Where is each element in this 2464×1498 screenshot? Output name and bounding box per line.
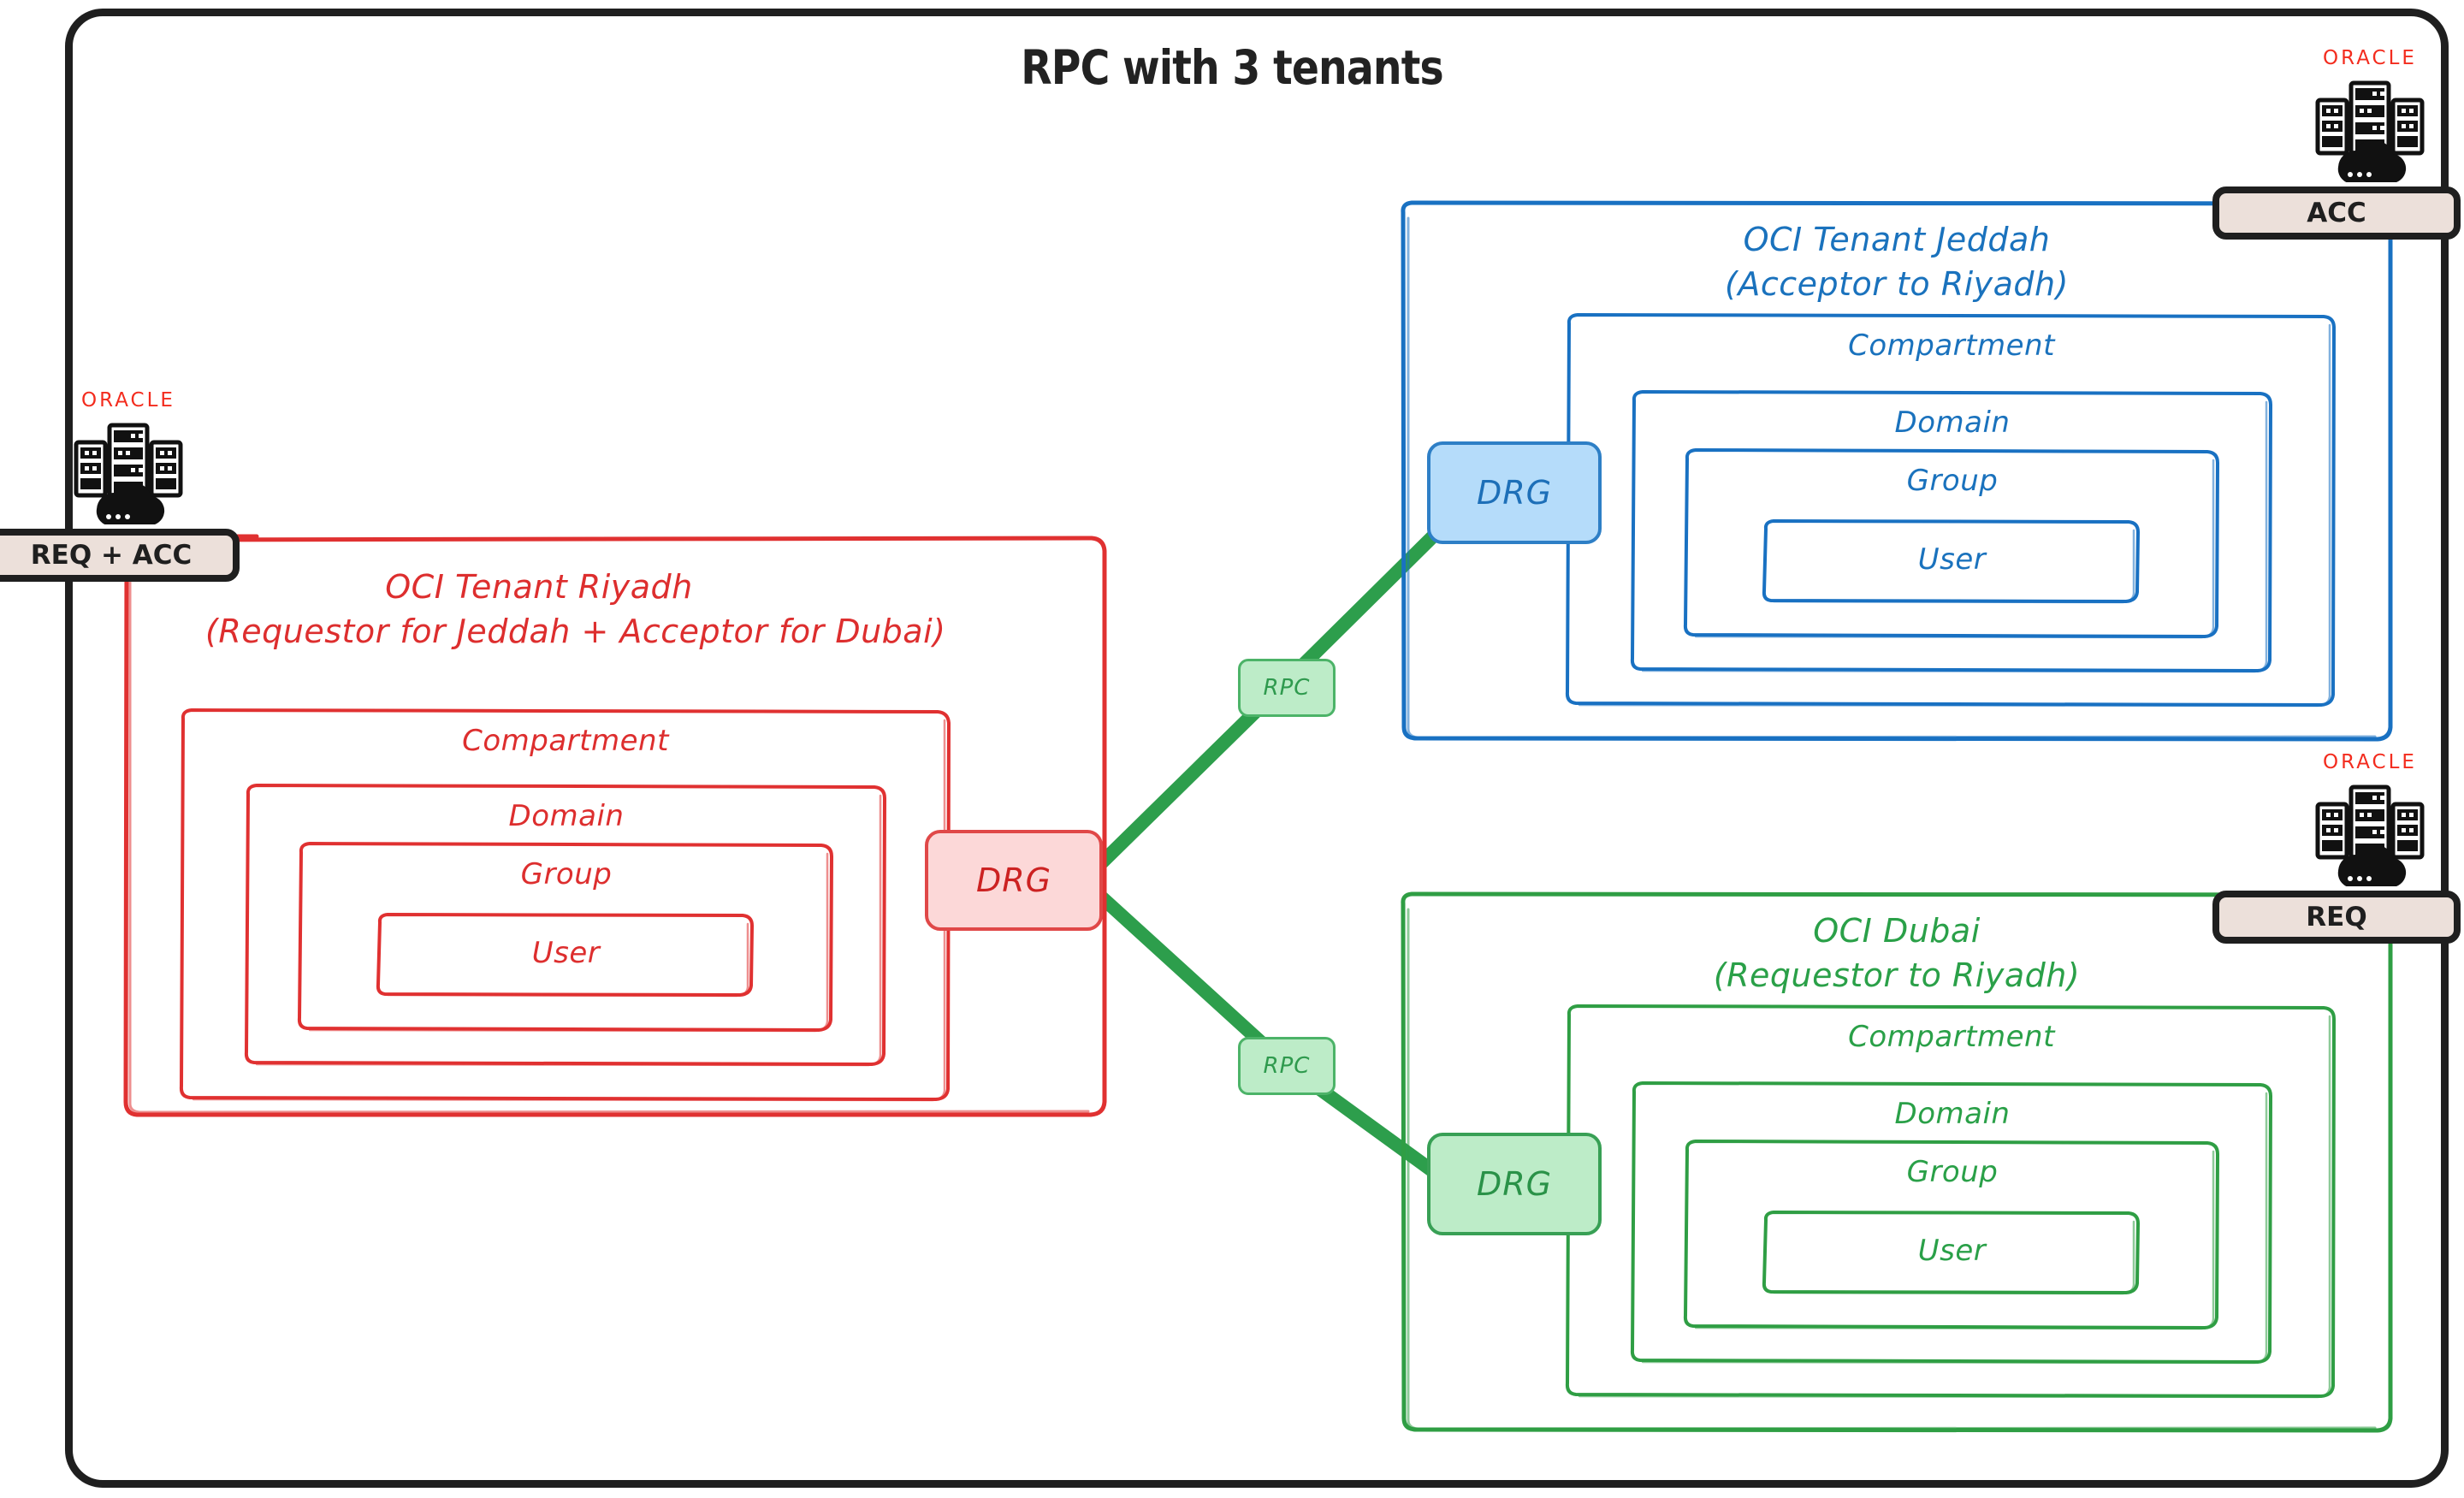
datacenter-icon (74, 423, 183, 524)
oracle-node-acc: ORACLE ACC (2212, 47, 2464, 240)
tenant-name-dubai: OCI Dubai (1813, 912, 1981, 950)
drg-node-dubai[interactable]: DRG (1427, 1133, 1602, 1235)
rpc-label-riyadh-jeddah[interactable]: RPC (1238, 659, 1336, 717)
layer-label-dubai-group: Group (1906, 1155, 1999, 1189)
oracle-node-req: ORACLE REQ (2212, 751, 2464, 944)
badge-acc[interactable]: ACC (2212, 187, 2461, 240)
page-title: RPC with 3 tenants (1021, 40, 1443, 95)
layer-label-riyadh-group: Group (520, 857, 613, 891)
layer-label-riyadh-user: User (531, 936, 601, 970)
tenant-role-riyadh: (Requestor for Jeddah + Acceptor for Dub… (205, 613, 946, 650)
tenant-role-jeddah: (Acceptor to Riyadh) (1725, 265, 2069, 303)
layer-label-jeddah-group: Group (1906, 464, 1999, 498)
tenant-title-dubai: OCI Dubai (Requestor to Riyadh) (1403, 909, 2390, 998)
datacenter-icon (2315, 80, 2425, 182)
tenant-role-dubai: (Requestor to Riyadh) (1713, 956, 2081, 994)
layer-label-dubai-domain: Domain (1894, 1097, 2011, 1131)
tenant-name-riyadh: OCI Tenant Riyadh (385, 568, 693, 606)
layer-label-dubai-user: User (1917, 1234, 1987, 1268)
oracle-node-req-acc: ORACLE REQ + ACC (0, 389, 257, 582)
datacenter-icon (2315, 785, 2425, 886)
drg-node-riyadh[interactable]: DRG (925, 830, 1103, 931)
tenant-name-jeddah: OCI Tenant Jeddah (1743, 221, 2051, 258)
drg-node-jeddah[interactable]: DRG (1427, 441, 1602, 544)
badge-req-acc[interactable]: REQ + ACC (0, 529, 240, 582)
layer-label-jeddah-domain: Domain (1894, 406, 2011, 440)
tenant-title-jeddah: OCI Tenant Jeddah (Acceptor to Riyadh) (1403, 217, 2390, 306)
oracle-wordmark: ORACLE (81, 389, 175, 412)
rpc-label-riyadh-dubai[interactable]: RPC (1238, 1037, 1336, 1095)
badge-req[interactable]: REQ (2212, 891, 2461, 944)
oracle-wordmark: ORACLE (2323, 47, 2417, 69)
layer-label-dubai-compartment: Compartment (1848, 1020, 2055, 1054)
layer-label-riyadh-domain: Domain (508, 799, 625, 833)
layer-label-jeddah-user: User (1917, 542, 1987, 577)
tenant-title-riyadh: OCI Tenant Riyadh (Requestor for Jeddah … (205, 565, 946, 654)
layer-label-riyadh-compartment: Compartment (462, 724, 669, 758)
layer-label-jeddah-compartment: Compartment (1848, 329, 2055, 363)
oracle-wordmark: ORACLE (2323, 751, 2417, 773)
